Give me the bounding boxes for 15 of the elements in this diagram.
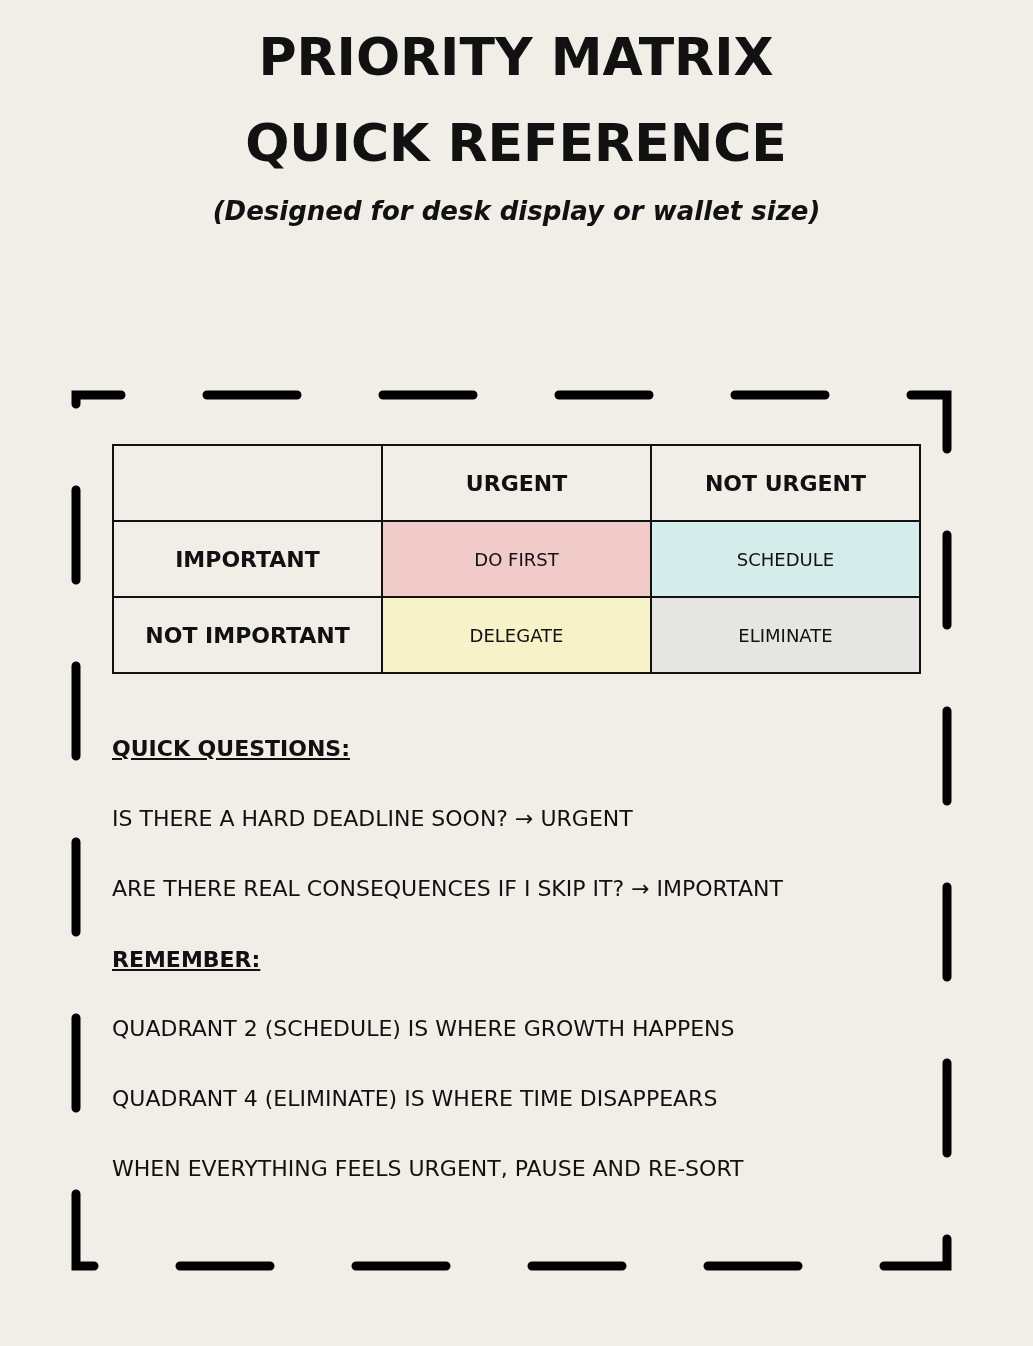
header-cell: IMPORTANT	[113, 521, 382, 597]
section-heading: REMEMBER:	[112, 947, 261, 972]
note-text: QUADRANT 2 (SCHEDULE) IS WHERE GROWTH HAPPENS	[112, 1016, 735, 1041]
quadrant-cell: DO FIRST	[382, 521, 651, 597]
note-text: IS THERE A HARD DEADLINE SOON? → URGENT	[112, 806, 633, 831]
quadrant-cell: DELEGATE	[382, 597, 651, 673]
title: PRIORITY MATRIX QUICK REFERENCE	[244, 26, 788, 175]
header-cell: NOT IMPORTANT	[113, 597, 382, 673]
quadrant-cell: ELIMINATE	[651, 597, 920, 673]
note-text: QUADRANT 4 (ELIMINATE) IS WHERE TIME DISAPPEARS	[112, 1086, 718, 1111]
note-text: ARE THERE REAL CONSEQUENCES IF I SKIP IT? → IMPORTANT	[112, 876, 783, 901]
note-text: WHEN EVERYTHING FEELS URGENT, PAUSE AND RE-SORT	[112, 1156, 744, 1181]
quadrant-cell: SCHEDULE	[651, 521, 920, 597]
subtitle: (Designed for desk display or wallet size)	[211, 196, 822, 226]
section-heading: QUICK QUESTIONS:	[112, 736, 350, 761]
